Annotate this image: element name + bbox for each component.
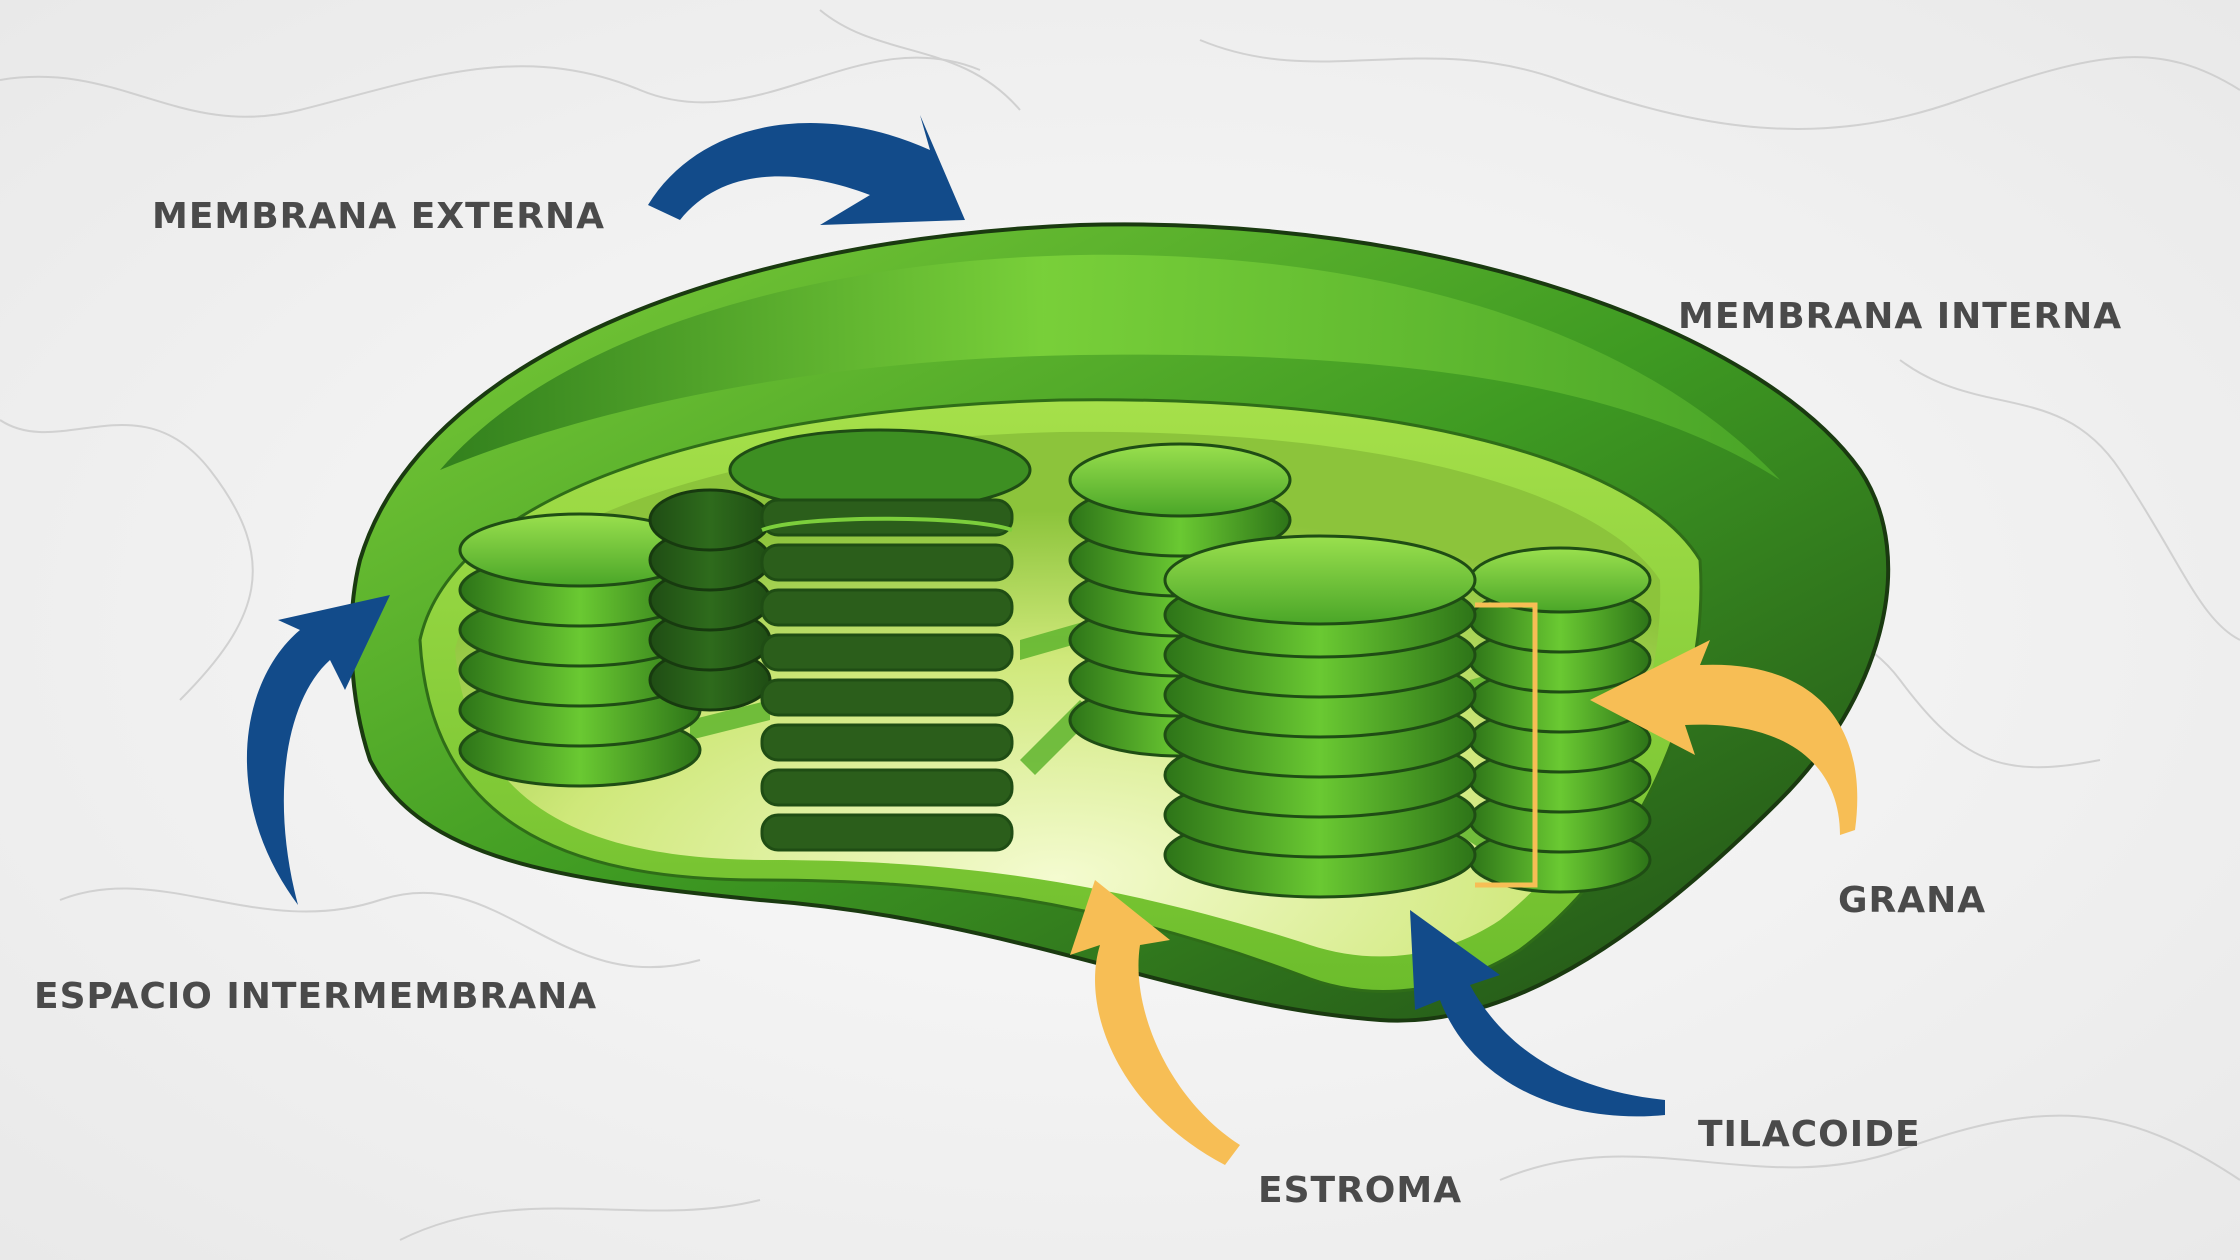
arrow-espacio-intermembrana [246,595,390,905]
grana-bracket [1475,602,1538,888]
label-tilacoide: TILACOIDE [1698,1114,1921,1155]
label-membrana-externa: MEMBRANA EXTERNA [152,196,605,237]
label-grana: GRANA [1838,880,1987,921]
label-espacio-intermembrana: ESPACIO INTERMEMBRANA [34,976,598,1017]
arrow-estroma [1070,880,1240,1165]
outer-membrane-rim [440,254,1780,480]
grana-stack-cutaway [728,428,1032,852]
label-membrana-interna: MEMBRANA INTERNA [1678,296,2123,337]
arrows [246,115,1858,1165]
label-estroma: ESTROMA [1258,1170,1463,1211]
arrow-tilacoide [1410,910,1665,1117]
grana-stack-front [1163,534,1477,899]
arrow-grana [1590,640,1858,835]
arrow-membrana-externa [648,115,965,225]
grana-stack-back-left [648,488,772,712]
grana-stack-right [1468,546,1652,894]
